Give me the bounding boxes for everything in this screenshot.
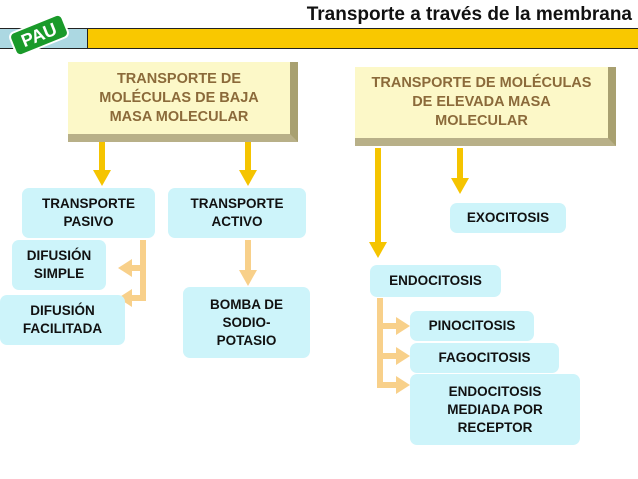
passive-transport-node: TRANSPORTE PASIVO: [22, 188, 155, 238]
page-title: Transporte a través de la membrana: [306, 4, 632, 25]
header-bar: [88, 28, 638, 49]
sodium-potassium-pump-node: BOMBA DE SODIO-POTASIO: [183, 287, 310, 358]
arrow-high-to-exocytosis: [457, 148, 463, 180]
high-mass-transport-box: TRANSPORTE DE MOLÉCULAS DE ELEVADA MASA …: [355, 67, 616, 146]
endocytosis-node: ENDOCITOSIS: [370, 265, 501, 297]
phagocytosis-node: FAGOCITOSIS: [410, 343, 559, 373]
arrow-high-to-endocytosis: [375, 148, 381, 244]
arrow-endocytosis-branch: [377, 298, 383, 388]
arrow-low-to-passive: [99, 142, 105, 172]
low-mass-transport-box: TRANSPORTE DE MOLÉCULAS DE BAJA MASA MOL…: [68, 62, 298, 142]
simple-diffusion-node: DIFUSIÓN SIMPLE: [12, 240, 106, 290]
facilitated-diffusion-node: DIFUSIÓN FACILITADA: [0, 295, 125, 345]
arrow-active-to-pump: [245, 240, 251, 272]
exocytosis-node: EXOCITOSIS: [450, 203, 566, 233]
active-transport-node: TRANSPORTE ACTIVO: [168, 188, 306, 238]
receptor-mediated-endocytosis-node: ENDOCITOSIS MEDIADA POR RECEPTOR: [410, 374, 580, 445]
arrow-low-to-active: [245, 142, 251, 172]
pinocytosis-node: PINOCITOSIS: [410, 311, 534, 341]
